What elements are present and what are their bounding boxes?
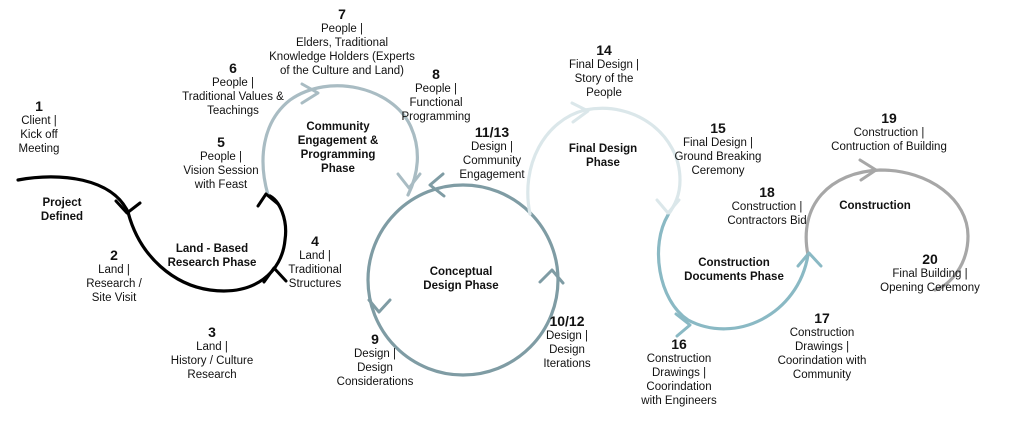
step-text: Design | Community Engagement xyxy=(459,141,525,181)
step-number: 9 xyxy=(371,331,379,347)
arrowhead-step-4 xyxy=(262,266,288,284)
step-number: 17 xyxy=(814,310,830,326)
arrowhead-step-11-13 xyxy=(428,172,446,198)
land-based-arc xyxy=(126,193,288,293)
phase-land-based-research: Land - Based Research Phase xyxy=(167,243,257,269)
step-text: Construction Drawings | Coorindation wit… xyxy=(641,353,717,407)
step-number: 1 xyxy=(35,98,43,114)
arrowhead-step-6 xyxy=(300,82,320,105)
step-number: 7 xyxy=(338,6,346,22)
step-4: 4 Land | Traditional Structures xyxy=(282,233,348,291)
step-8: 8 People | Functional Programming xyxy=(396,66,476,124)
step-number: 11/13 xyxy=(474,124,510,140)
step-text: Final Design | Ground Breaking Ceremony xyxy=(674,137,762,177)
step-7: 7 People | Elders, Traditional Knowledge… xyxy=(266,6,418,78)
arrowhead-step-16 xyxy=(674,312,692,338)
phase-construction-documents: Construction Documents Phase xyxy=(684,257,784,283)
step-text: Land | Research / Site Visit xyxy=(86,264,142,304)
step-text: Construction Drawings | Coorindation wit… xyxy=(777,327,867,381)
phase-conceptual-design: Conceptual Design Phase xyxy=(423,266,499,292)
arrowhead-step-9 xyxy=(367,298,392,314)
step-number: 19 xyxy=(881,110,897,126)
step-16: 16 Construction Drawings | Coorindation … xyxy=(636,336,722,408)
step-text: People | Traditional Values & Teachings xyxy=(182,77,284,117)
step-text: Client | Kick off Meeting xyxy=(18,115,60,155)
construction-arc xyxy=(804,168,970,292)
construction-documents-arc xyxy=(656,213,810,331)
step-number: 18 xyxy=(759,184,775,200)
final-design-arc xyxy=(526,106,682,217)
step-2: 2 Land | Research / Site Visit xyxy=(78,247,150,305)
arrowhead-step-17 xyxy=(796,251,823,268)
step-text: Final Building | Opening Ceremony xyxy=(880,268,980,294)
step-6: 6 People | Traditional Values & Teaching… xyxy=(178,60,288,118)
arrowhead-step-19 xyxy=(858,158,878,182)
step-9: 9 Design | Design Considerations xyxy=(330,331,420,389)
step-text: Construction | Contractors Bid xyxy=(727,201,807,227)
step-number: 6 xyxy=(229,60,237,76)
step-number: 5 xyxy=(217,134,225,150)
step-5: 5 People | Vision Session with Feast xyxy=(176,134,266,192)
step-number: 14 xyxy=(596,42,612,58)
step-text: People | Functional Programming xyxy=(401,83,471,123)
step-text: Design | Design Iterations xyxy=(543,330,591,370)
step-text: Land | Traditional Structures xyxy=(288,250,342,290)
step-17: 17 Construction Drawings | Coorindation … xyxy=(772,310,872,382)
arrowhead-step-5 xyxy=(256,192,280,208)
arrowhead-step-8 xyxy=(396,172,422,190)
conceptual-circle xyxy=(366,183,560,377)
step-text: Final Design | Story of the People xyxy=(568,59,640,99)
step-3: 3 Land | History / Culture Research xyxy=(160,324,264,382)
project-defined-arc xyxy=(16,175,130,214)
step-text: People | Elders, Traditional Knowledge H… xyxy=(269,23,415,77)
step-text: Design | Design Considerations xyxy=(336,348,414,388)
step-11-13: 11/13 Design | Community Engagement xyxy=(454,124,530,182)
step-19: 19 Construction | Contruction of Buildin… xyxy=(826,110,952,154)
step-text: People | Vision Session with Feast xyxy=(183,151,259,191)
step-text: Land | History / Culture Research xyxy=(170,341,254,381)
step-number: 3 xyxy=(208,324,216,340)
step-number: 8 xyxy=(432,66,440,82)
phase-construction: Construction xyxy=(839,200,911,212)
arrowhead-step-2 xyxy=(114,199,142,215)
arrowhead-step-10-12 xyxy=(538,268,565,285)
step-text: Construction | Contruction of Building xyxy=(831,127,947,153)
step-14: 14 Final Design | Story of the People xyxy=(562,42,646,100)
step-10-12: 10/12 Design | Design Iterations xyxy=(536,313,598,371)
step-number: 16 xyxy=(671,336,687,352)
step-number: 15 xyxy=(710,120,726,136)
phase-community-engagement: Community Engagement & Programming Phase xyxy=(297,121,379,175)
step-number: 2 xyxy=(110,247,118,263)
step-number: 20 xyxy=(922,251,938,267)
step-20: 20 Final Building | Opening Ceremony xyxy=(874,251,986,295)
step-1: 1 Client | Kick off Meeting xyxy=(6,98,72,156)
step-18: 18 Construction | Contractors Bid xyxy=(722,184,812,228)
phase-project-defined: Project Defined xyxy=(40,197,84,223)
arrowhead-step-15 xyxy=(655,198,681,215)
step-15: 15 Final Design | Ground Breaking Ceremo… xyxy=(670,120,766,178)
community-arc xyxy=(261,84,419,197)
step-number: 10/12 xyxy=(549,313,585,329)
step-number: 4 xyxy=(311,233,319,249)
phase-final-design: Final Design Phase xyxy=(568,143,638,169)
arrowhead-step-14 xyxy=(570,101,590,124)
